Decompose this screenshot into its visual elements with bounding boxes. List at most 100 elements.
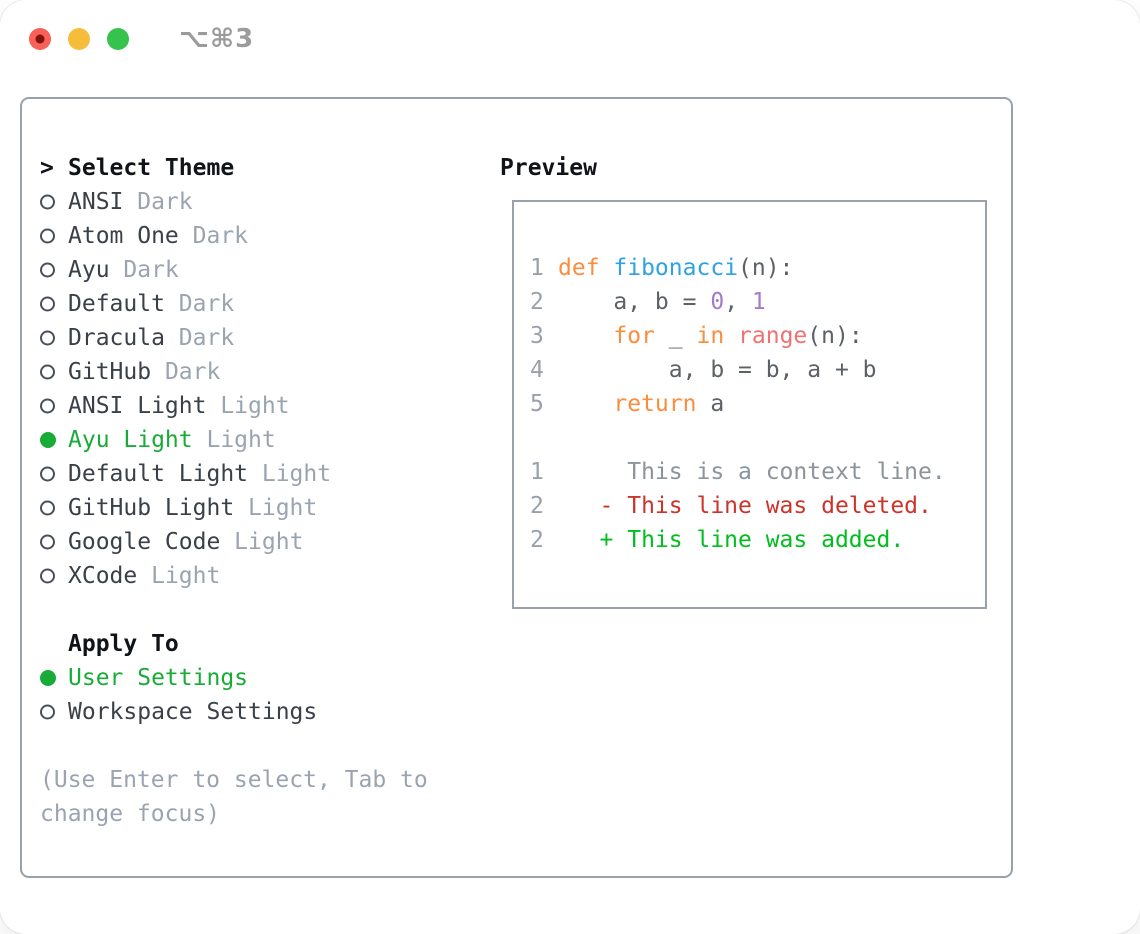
option-label: Atom One [68,223,179,249]
theme-item-dracula-dark[interactable]: Dracula Dark [40,321,500,355]
code-segment-plain: (n): [807,323,863,349]
theme-variant-label: Dark [164,325,235,351]
radio-circle [40,670,56,686]
theme-item-github-dark[interactable]: GitHub Dark [40,355,500,389]
code-line: 2 a, b = 0, 1 [530,285,985,319]
option-label: XCode [68,563,138,589]
theme-item-default-dark[interactable]: Default Dark [40,287,500,321]
window-titlebar: ⌥⌘3 [0,0,1140,78]
radio-circle [40,296,55,312]
line-number: 5 [530,391,544,417]
theme-variant-label: Light [248,461,332,487]
theme-item-xcode-light[interactable]: XCode Light [40,559,500,593]
theme-item-google-code-light[interactable]: Google Code Light [40,525,500,559]
radio-circle [40,432,56,448]
radio-circle [40,568,55,584]
radio-unselected-icon [40,695,68,729]
line-number: 4 [530,357,544,383]
option-label: Workspace Settings [68,699,318,725]
option-label: Default [68,291,165,317]
radio-circle [40,500,55,516]
option-label: GitHub Light [68,495,235,521]
option-label: Ayu [68,257,110,283]
apply-to-spacer [40,627,68,661]
diff-line: 1 This is a context line. [530,455,985,489]
focus-caret-icon: > [40,155,54,181]
line-number: 2 [530,289,544,315]
theme-item-ayu-dark[interactable]: Ayu Dark [40,253,500,287]
theme-item-github-light-light[interactable]: GitHub Light Light [40,491,500,525]
close-button-dot-icon [35,34,45,44]
radio-unselected-icon [40,287,68,321]
radio-circle [40,228,55,244]
line-number: 1 [530,459,544,485]
theme-variant-label: Dark [123,189,193,215]
radio-unselected-icon [40,253,68,287]
hint-line: change focus) [40,801,221,827]
radio-unselected-icon [40,185,68,219]
diff-line: 2 - This line was deleted. [530,489,985,523]
radio-circle [40,194,55,210]
code-segment-plain: a, b = b, a + b [558,357,877,383]
apply-item-workspace-settings[interactable]: Workspace Settings [40,695,500,729]
radio-unselected-icon [40,389,68,423]
code-segment-keyword: in [696,323,725,349]
code-segment-builtin: range [738,323,808,349]
line-number: 2 [530,493,544,519]
radio-circle [40,330,55,346]
diff-preview: 1 This is a context line.2 - This line w… [530,455,985,557]
hint-text: (Use Enter to select, Tab to change focus… [40,763,500,831]
line-number: 1 [530,255,544,281]
theme-item-ansi-dark[interactable]: ANSI Dark [40,185,500,219]
theme-item-ansi-light-light[interactable]: ANSI Light Light [40,389,500,423]
maximize-button[interactable] [107,28,129,50]
code-segment-added: + This line was added. [558,527,905,553]
radio-unselected-icon [40,457,68,491]
option-label: Google Code [68,529,221,555]
apply-to-title: Apply To [68,631,179,657]
radio-selected-icon [40,423,68,457]
radio-circle [40,262,55,278]
theme-variant-label: Dark [109,257,179,283]
radio-unselected-icon [40,525,68,559]
option-label: Dracula [68,325,165,351]
radio-unselected-icon [40,219,68,253]
code-segment-plain: , [724,289,752,315]
code-segment-number: 0 [710,289,725,315]
select-theme-header: > Select Theme [40,151,500,185]
theme-item-ayu-light-light[interactable]: Ayu Light Light [40,423,500,457]
theme-variant-label: Light [234,495,318,521]
radio-unselected-icon [40,321,68,355]
code-segment-keyword: for [613,323,655,349]
apply-item-user-settings[interactable]: User Settings [40,661,500,695]
code-segment-keyword: def [558,255,614,281]
theme-variant-label: Light [137,563,221,589]
radio-unselected-icon [40,355,68,389]
option-label: ANSI [68,189,124,215]
code-segment-deleted: - This line was deleted. [558,493,932,519]
code-segment-plain: a [696,391,725,417]
close-button[interactable] [29,28,51,50]
radio-circle [40,704,55,720]
code-segment-plain [558,323,613,349]
minimize-button[interactable] [68,28,90,50]
select-theme-title: Select Theme [68,155,235,181]
code-line: 5 return a [530,387,985,421]
line-number: 3 [530,323,544,349]
theme-item-atom-one-dark[interactable]: Atom One Dark [40,219,500,253]
code-segment-plain: _ [654,323,697,349]
theme-item-default-light-light[interactable]: Default Light Light [40,457,500,491]
option-label: Ayu Light [68,427,193,453]
theme-variant-label: Dark [151,359,221,385]
theme-variant-label: Light [206,393,290,419]
hint-line: (Use Enter to select, Tab to [40,767,428,793]
option-label: User Settings [68,665,249,691]
